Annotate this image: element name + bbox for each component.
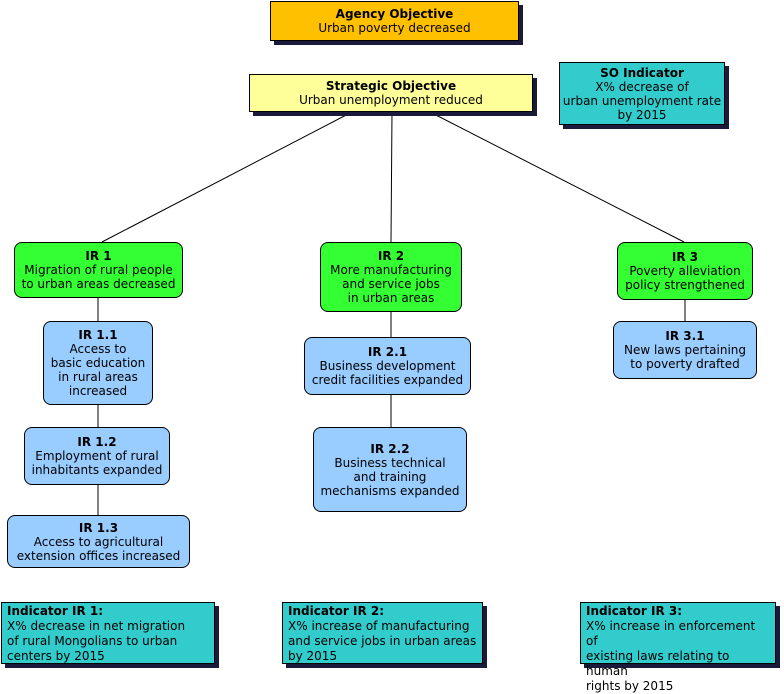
indicator-ir3-line: rights by 2015 bbox=[586, 679, 674, 693]
agency-objective-box: Agency Objective Urban poverty decreased bbox=[270, 1, 519, 41]
indicator-ir3-title: Indicator IR 3: bbox=[586, 604, 683, 618]
strategic-objective-text: Urban unemployment reduced bbox=[299, 93, 483, 107]
ir11-line: increased bbox=[68, 384, 128, 398]
ir11-title: IR 1.1 bbox=[78, 328, 118, 342]
ir11-box: IR 1.1 Access to basic education in rura… bbox=[43, 321, 153, 405]
ir21-box: IR 2.1 Business development credit facil… bbox=[304, 337, 471, 395]
ir21-title: IR 2.1 bbox=[367, 345, 408, 359]
ir2-box: IR 2 More manufacturing and service jobs… bbox=[320, 242, 462, 312]
ir22-line: and training bbox=[353, 469, 427, 484]
ir2-line: and service jobs bbox=[342, 277, 440, 291]
so-indicator-box: SO Indicator X% decrease of urban unempl… bbox=[559, 62, 725, 125]
agency-objective-title: Agency Objective bbox=[335, 7, 454, 21]
connector-so-ir3 bbox=[429, 111, 685, 243]
ir13-line: Access to agricultural bbox=[33, 534, 164, 549]
ir22-title: IR 2.2 bbox=[370, 441, 410, 456]
strategic-objective-box: Strategic Objective Urban unemployment r… bbox=[249, 74, 533, 112]
ir22-line: Business technical bbox=[334, 455, 446, 470]
ir3-title: IR 3 bbox=[671, 250, 699, 264]
ir31-line: to poverty drafted bbox=[630, 357, 740, 371]
so-indicator-line: urban unemployment rate bbox=[562, 93, 722, 108]
indicator-ir1-line: centers by 2015 bbox=[7, 649, 105, 663]
ir2-title: IR 2 bbox=[377, 249, 405, 263]
ir11-line: in rural areas bbox=[58, 370, 138, 384]
ir11-line: basic education bbox=[50, 356, 146, 370]
ir1-box: IR 1 Migration of rural people to urban … bbox=[14, 242, 183, 298]
so-indicator-line: X% decrease of bbox=[595, 79, 689, 94]
ir1-line: to urban areas decreased bbox=[21, 277, 176, 291]
ir13-box: IR 1.3 Access to agricultural extension … bbox=[7, 515, 190, 568]
ir22-line: mechanisms expanded bbox=[320, 483, 460, 498]
ir3-line: Poverty alleviation bbox=[629, 264, 741, 278]
ir12-box: IR 1.2 Employment of rural inhabitants e… bbox=[24, 427, 170, 485]
ir3-box: IR 3 Poverty alleviation policy strength… bbox=[617, 242, 753, 300]
ir12-line: Employment of rural bbox=[35, 449, 159, 463]
indicator-ir3-box: Indicator IR 3: X% increase in enforceme… bbox=[580, 602, 776, 693]
ir1-title: IR 1 bbox=[85, 249, 112, 263]
indicator-ir2-line: by 2015 bbox=[288, 649, 338, 663]
ir3-line: policy strengthened bbox=[625, 278, 745, 292]
ir2-line: in urban areas bbox=[347, 291, 435, 305]
ir13-title: IR 1.3 bbox=[78, 520, 119, 535]
ir12-line: inhabitants expanded bbox=[31, 463, 163, 477]
indicator-ir1-line: X% decrease in net migration bbox=[7, 619, 186, 633]
indicator-ir2-box: Indicator IR 2: X% increase of manufactu… bbox=[282, 602, 483, 664]
indicator-ir3-line: X% increase in enforcement of bbox=[586, 619, 756, 648]
ir31-box: IR 3.1 New laws pertaining to poverty dr… bbox=[613, 321, 757, 379]
indicator-ir1-box: Indicator IR 1: X% decrease in net migra… bbox=[1, 602, 215, 664]
ir11-line: Access to bbox=[69, 342, 127, 356]
ir21-line: Business development bbox=[319, 359, 456, 373]
ir31-line: New laws pertaining bbox=[623, 343, 747, 357]
so-indicator-title: SO Indicator bbox=[600, 65, 684, 80]
indicator-ir1-line: of rural Mongolians to urban bbox=[7, 634, 178, 648]
connector-lines bbox=[97, 111, 686, 515]
ir13-line: extension offices increased bbox=[16, 548, 181, 563]
connector-so-ir2 bbox=[390, 111, 393, 243]
indicator-ir2-title: Indicator IR 2: bbox=[288, 604, 385, 618]
connector-so-ir1 bbox=[101, 111, 353, 243]
ir2-line: More manufacturing bbox=[330, 263, 452, 277]
ir22-box: IR 2.2 Business technical and training m… bbox=[313, 427, 467, 512]
indicator-ir3-line: existing laws relating to human bbox=[586, 649, 730, 678]
ir12-title: IR 1.2 bbox=[77, 435, 117, 449]
ir31-title: IR 3.1 bbox=[665, 329, 705, 343]
indicator-ir2-line: and service jobs in urban areas bbox=[288, 634, 477, 648]
agency-objective-text: Urban poverty decreased bbox=[318, 21, 471, 35]
ir1-line: Migration of rural people bbox=[24, 263, 173, 277]
strategic-objective-title: Strategic Objective bbox=[325, 79, 457, 93]
ir21-line: credit facilities expanded bbox=[311, 373, 464, 387]
indicator-ir1-title: Indicator IR 1: bbox=[7, 604, 104, 618]
so-indicator-line: by 2015 bbox=[617, 107, 667, 122]
indicator-ir2-line: X% increase of manufacturing bbox=[288, 619, 470, 633]
